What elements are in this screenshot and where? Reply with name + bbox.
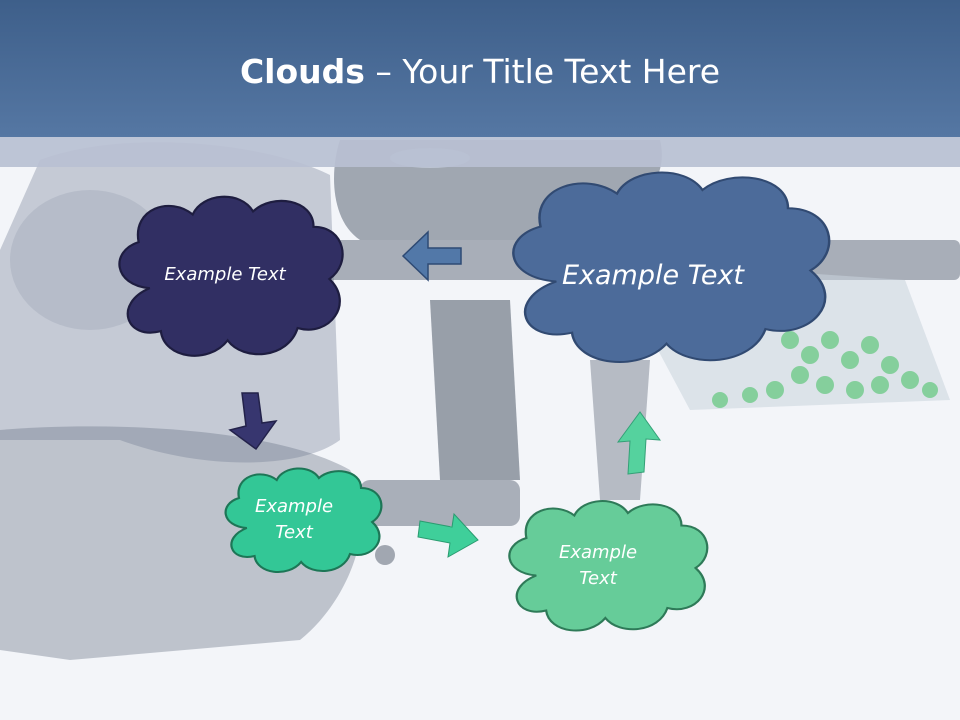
cloud-middle-left-label: Example Text <box>254 495 334 543</box>
arrow-down-icon <box>228 392 278 451</box>
title-rest: – Your Title Text Here <box>364 52 721 91</box>
title-bar <box>0 0 960 137</box>
cloud-top-right-label: Example Text <box>561 260 745 292</box>
title-bold: Clouds <box>239 52 365 91</box>
arrow-right-icon <box>417 512 479 558</box>
title-bar-strip <box>0 137 960 167</box>
arrow-left-icon <box>401 230 462 282</box>
arrow-up-icon <box>616 411 662 475</box>
cloud-top-left-label: Example Text <box>164 263 286 285</box>
slide-title: Clouds – Your Title Text Here <box>0 52 960 91</box>
cloud-bottom-right-label: Example Text <box>558 541 638 589</box>
